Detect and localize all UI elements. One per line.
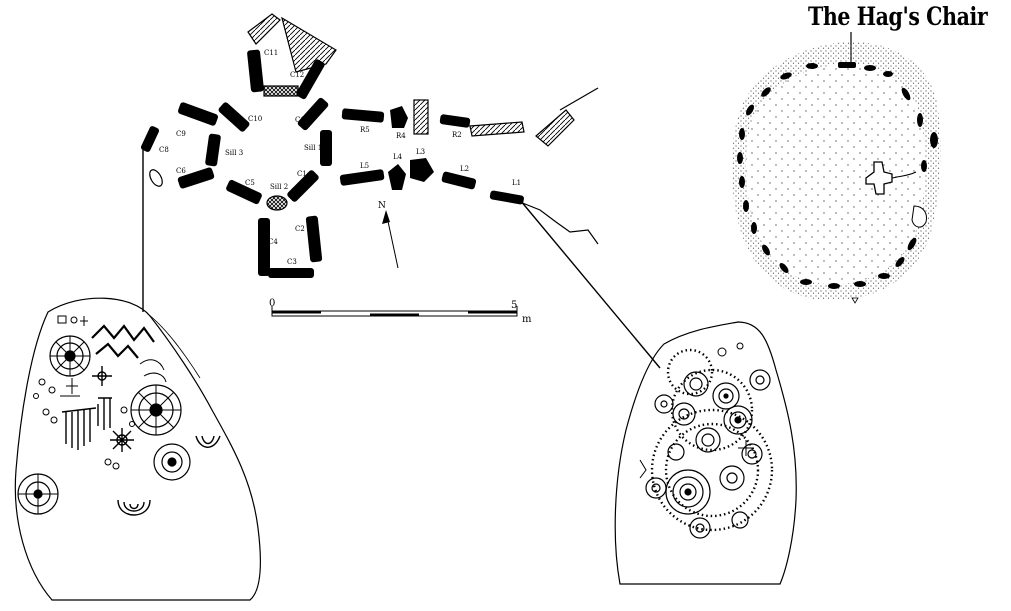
stone-c15 [297, 97, 329, 131]
label-c11: C11 [264, 49, 278, 57]
sill2-hatch [266, 195, 288, 211]
stone-l5 [339, 169, 385, 186]
stone-c15-lower [320, 130, 332, 166]
stone-l2 [441, 171, 477, 190]
leader-lines [142, 150, 661, 369]
right-dotted-rings [650, 348, 774, 532]
stone-c5 [226, 179, 262, 205]
right-small-motifs [639, 342, 754, 479]
displaced-stones [149, 13, 599, 245]
leader-line-right [519, 199, 661, 369]
stone-c8 [140, 126, 160, 152]
label-c6: C6 [176, 167, 186, 175]
interior-stipple [745, 64, 926, 285]
stone-displaced-top [247, 13, 281, 45]
stone-l4 [388, 164, 406, 190]
label-sill3: Sill 3 [225, 149, 243, 157]
cairn-plan: C11 C12 C10 C15 C9 C8 C6 Sill 3 Sill 1 C… [140, 13, 661, 369]
east-stone [911, 205, 927, 228]
right-circles [645, 369, 771, 539]
stone-r5 [341, 108, 385, 123]
stone-r3-hatch [413, 99, 429, 135]
stone-c12 [296, 59, 325, 100]
stone-c10 [218, 102, 250, 132]
hags-chair-title: The Hag's Chair [808, 2, 988, 31]
label-c5: C5 [245, 179, 255, 187]
stone-c4 [258, 218, 270, 276]
kerb-stones [737, 62, 938, 289]
hags-chair-plan [731, 32, 941, 304]
stone-c11 [247, 49, 264, 93]
stone-l3 [410, 158, 434, 182]
stone-slab-c12 [281, 16, 337, 73]
north-label: N [378, 201, 386, 211]
label-l2: L2 [460, 165, 469, 173]
edge-line-upper [559, 87, 599, 111]
label-c12: C12 [290, 71, 304, 79]
stone-sill3-wall [205, 133, 221, 167]
scale-bar: 0 5 m [269, 298, 532, 325]
label-c15: C15 [295, 116, 309, 124]
south-marker [851, 297, 859, 304]
stone-c3 [268, 268, 314, 278]
label-l3: L3 [416, 148, 425, 156]
stone-l1 [489, 190, 524, 205]
edge-line-lower [519, 201, 599, 245]
stone-c9 [177, 102, 219, 126]
sill-top-hatch [263, 85, 299, 97]
label-l5: L5 [360, 162, 369, 170]
stone-c6 [177, 167, 215, 189]
stone-r1-hatch [469, 121, 525, 137]
stone-r0-hatch [535, 109, 575, 147]
scale-unit: m [522, 314, 532, 325]
label-l1: L1 [512, 179, 521, 187]
stone-c1 [287, 170, 319, 202]
label-c3: C3 [287, 258, 297, 266]
decorated-stone-left [14, 297, 261, 601]
label-r4: R4 [396, 132, 406, 140]
left-sun [92, 366, 134, 452]
cruciform-chamber [865, 161, 917, 195]
left-stone-outline [14, 297, 261, 601]
left-small-motifs [33, 315, 167, 470]
stone-labels: C11 C12 C10 C15 C9 C8 C6 Sill 3 Sill 1 C… [159, 49, 521, 266]
label-c2: C2 [295, 225, 305, 233]
scale-start: 0 [269, 298, 275, 309]
label-c9: C9 [176, 130, 186, 138]
label-r2: R2 [452, 131, 462, 139]
label-sill2: Sill 2 [270, 183, 288, 191]
stone-c2 [305, 215, 323, 263]
label-r5: R5 [360, 126, 370, 134]
decorated-stone-right [614, 321, 797, 585]
right-stone-outline [614, 321, 797, 585]
left-zigzag [91, 324, 155, 343]
scale-end: 5 [511, 300, 517, 311]
stone-r2 [439, 114, 471, 128]
label-l4: L4 [393, 153, 403, 161]
label-sill1: Sill 1 [304, 144, 322, 152]
label-c10: C10 [248, 115, 262, 123]
stone-r4 [390, 106, 408, 128]
left-combs [61, 397, 221, 516]
left-rosettes [17, 335, 191, 515]
label-c4: C4 [268, 238, 278, 246]
stone-small-loose [149, 169, 163, 187]
north-arrow: N [378, 201, 399, 269]
label-c1: C1 [297, 170, 307, 178]
orthostats [140, 49, 524, 278]
label-c8: C8 [159, 146, 169, 154]
